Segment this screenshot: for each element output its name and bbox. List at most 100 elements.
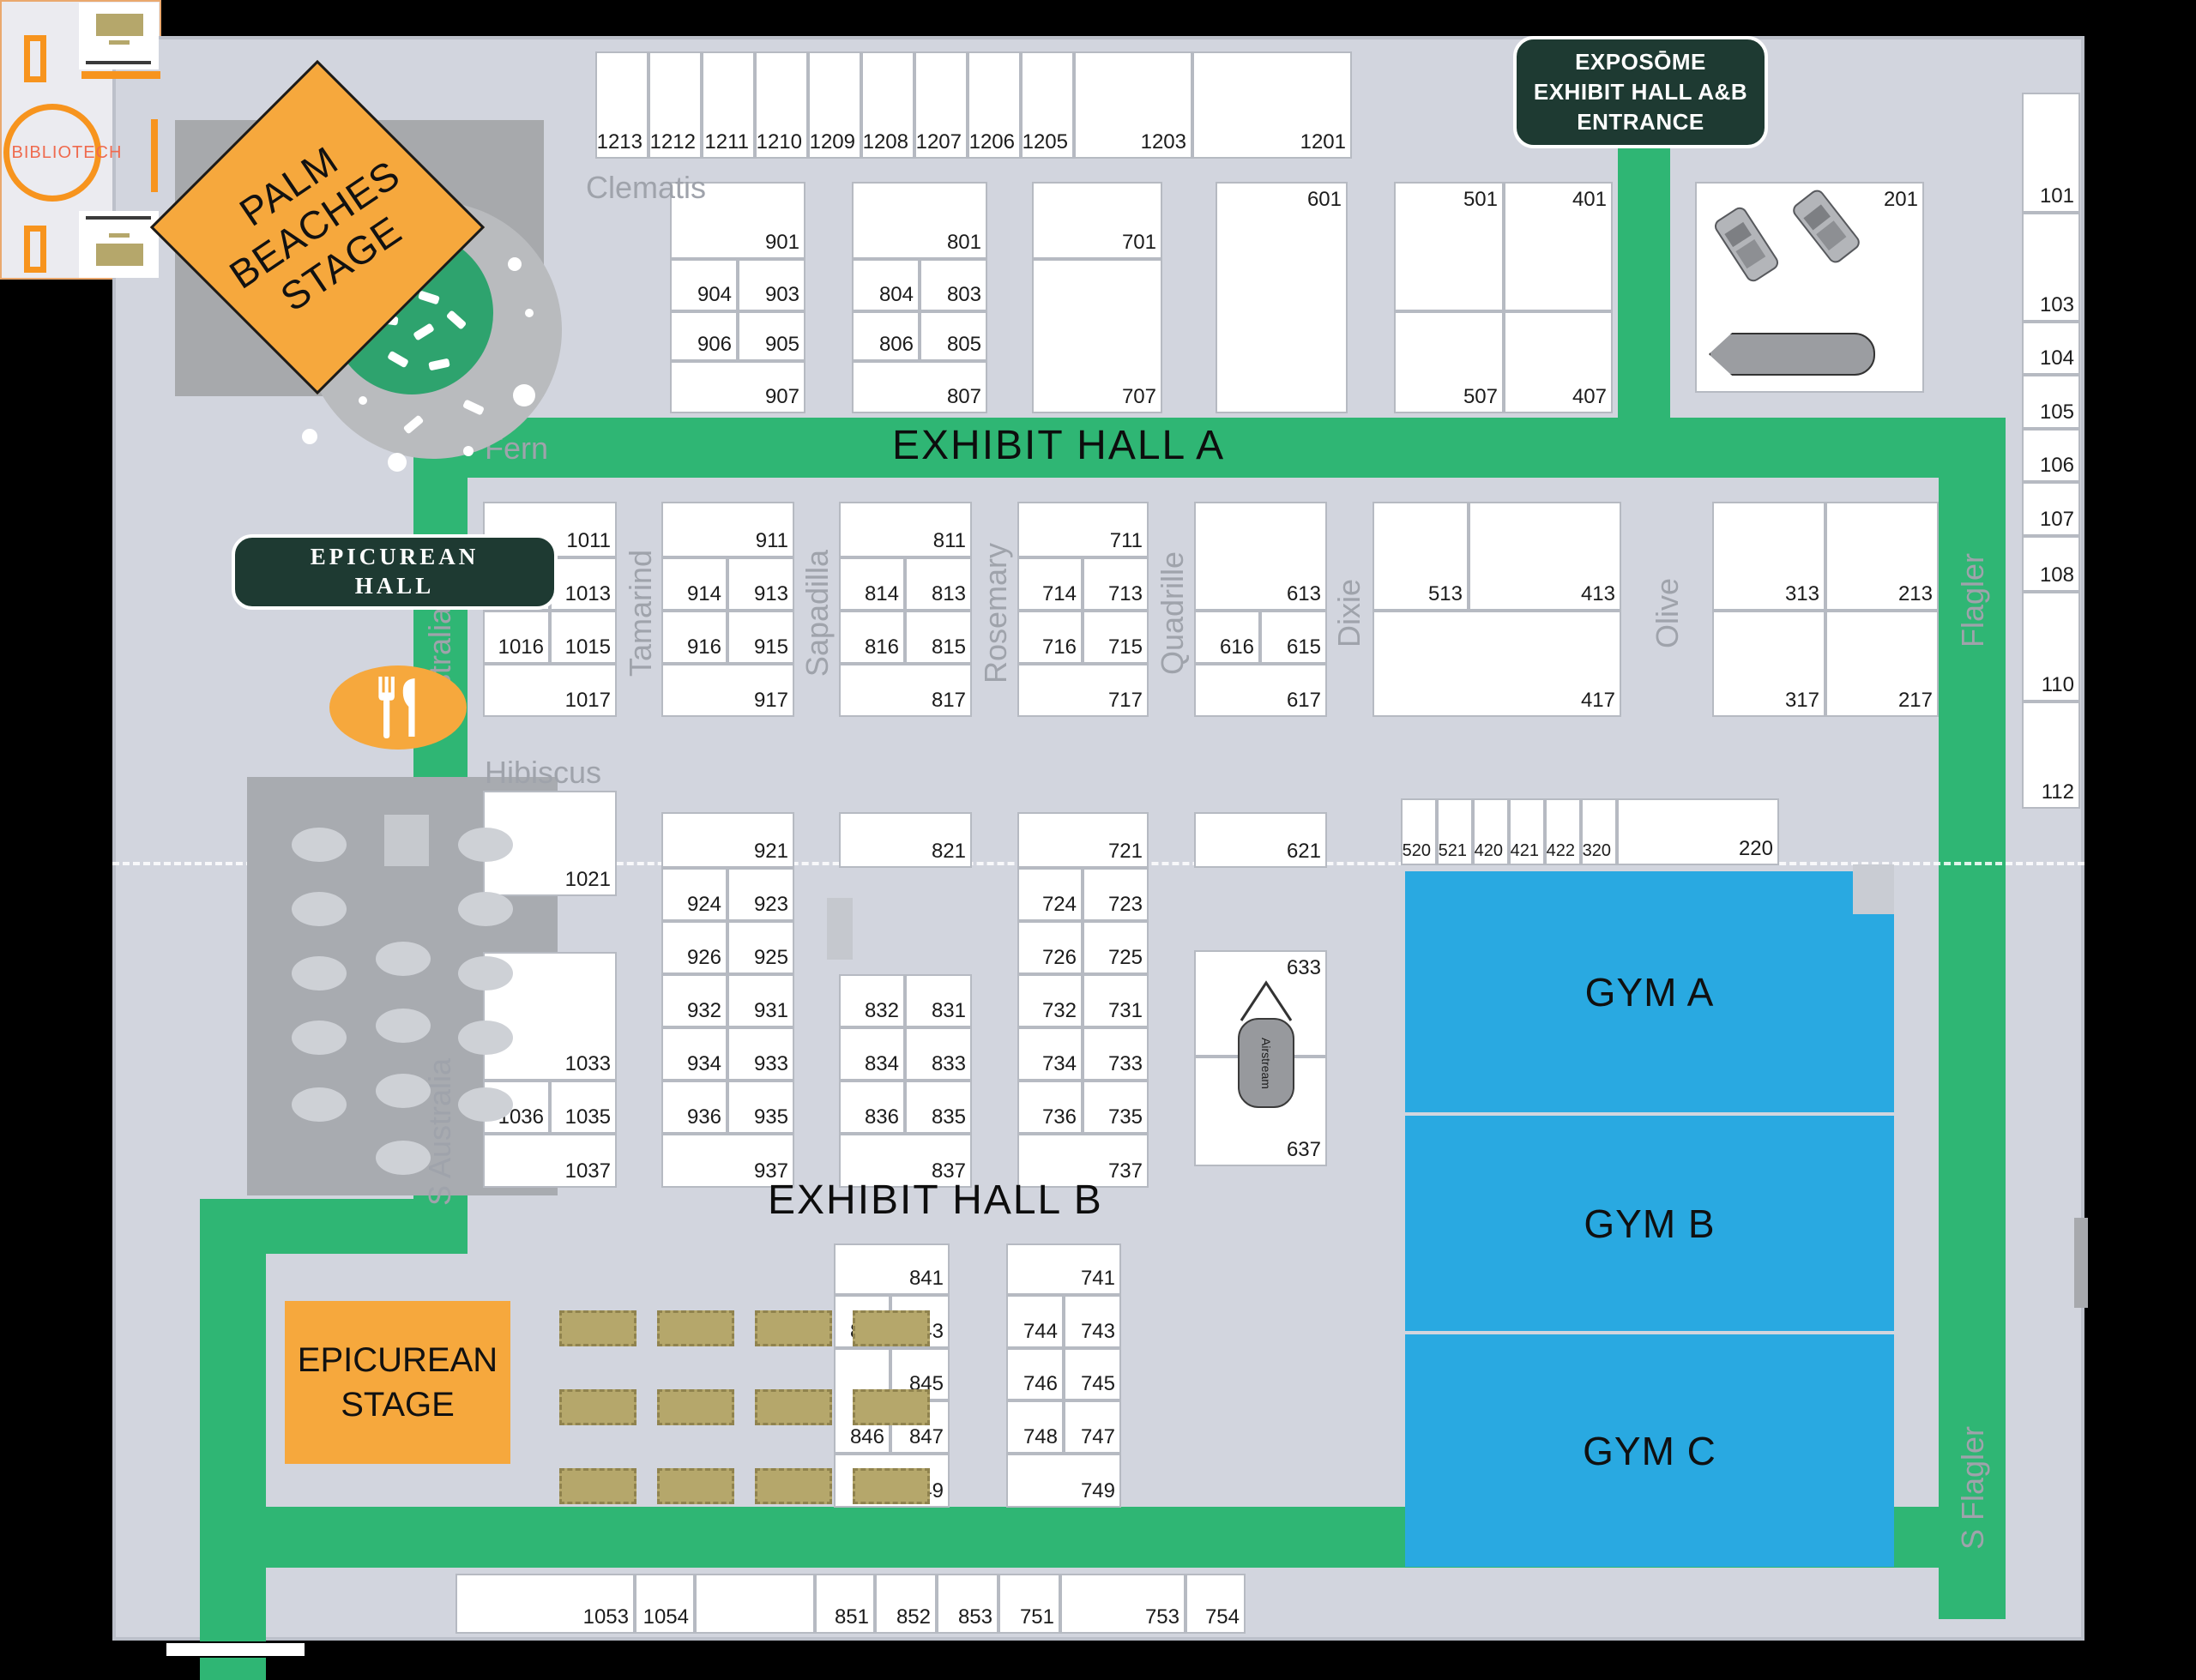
booth-726: 726 <box>1017 921 1083 974</box>
booth-label: 804 <box>878 283 914 306</box>
booth-746: 746 <box>1006 1348 1064 1400</box>
booth-1213: 1213 <box>595 51 649 159</box>
confetti-dot <box>508 257 522 271</box>
booth-label: 107 <box>2039 508 2074 531</box>
banquet-table <box>559 1310 636 1346</box>
booth-748: 748 <box>1006 1400 1064 1454</box>
booth-label: 841 <box>908 1267 944 1290</box>
booth-853: 853 <box>937 1574 998 1634</box>
booth-label: 835 <box>931 1105 966 1129</box>
booth-413: 413 <box>1469 502 1621 611</box>
booth-913: 913 <box>727 557 794 611</box>
booth-921: 921 <box>661 812 794 868</box>
booth-417: 417 <box>1372 611 1621 717</box>
booth-label: 915 <box>753 635 788 659</box>
booth-317: 317 <box>1712 611 1825 717</box>
booth-747: 747 <box>1064 1400 1121 1454</box>
booth-106: 106 <box>2022 429 2080 482</box>
booth-1013: 1013 <box>550 557 617 611</box>
round-table <box>376 1074 431 1108</box>
booth-915: 915 <box>727 611 794 664</box>
booth-104: 104 <box>2022 322 2080 375</box>
booth-label: 723 <box>1107 893 1143 916</box>
round-table <box>376 942 431 976</box>
booth-916: 916 <box>661 611 727 664</box>
booth-label: 1053 <box>582 1605 629 1629</box>
booth-label: 935 <box>753 1105 788 1129</box>
round-table <box>292 828 347 862</box>
booth-932: 932 <box>661 974 727 1027</box>
booth-821: 821 <box>839 812 972 868</box>
booth-716: 716 <box>1017 611 1083 664</box>
booth-label: 1213 <box>596 130 643 154</box>
booth-816: 816 <box>839 611 905 664</box>
booth-label: 1033 <box>564 1052 611 1075</box>
booth-label: 914 <box>686 582 721 605</box>
booth-711: 711 <box>1017 502 1149 557</box>
booth-label: 852 <box>896 1605 931 1629</box>
boat-icon <box>1709 333 1875 376</box>
booth-721: 721 <box>1017 812 1149 868</box>
booth-label: 906 <box>697 333 732 356</box>
booth-621: 621 <box>1194 812 1327 868</box>
booth-label: 731 <box>1107 999 1143 1022</box>
booth-905: 905 <box>738 311 805 361</box>
airstream-trailer: Airstream <box>1238 1018 1294 1108</box>
booth-1015: 1015 <box>550 611 617 664</box>
booth-931: 931 <box>727 974 794 1027</box>
booth-807: 807 <box>852 361 987 413</box>
booth-label: 846 <box>849 1425 884 1448</box>
service-table <box>384 815 429 866</box>
booth-label: 905 <box>764 333 799 356</box>
booth-label: 921 <box>753 840 788 863</box>
booth-label: 745 <box>1080 1372 1115 1395</box>
booth-label: 1211 <box>704 130 749 154</box>
booth-label: 904 <box>697 283 732 306</box>
booth-label: 717 <box>1107 689 1143 712</box>
epicurean-hall-line: EPICUREAN <box>310 544 480 570</box>
street-label-tamarind: Tamarind <box>623 549 658 677</box>
booth-label: 913 <box>753 582 788 605</box>
round-table <box>292 1021 347 1055</box>
banquet-table <box>657 1310 734 1346</box>
booth-label: 811 <box>932 529 966 552</box>
booth-917: 917 <box>661 664 794 717</box>
confetti-dot <box>513 384 535 406</box>
epicurean-stage: EPICUREAN STAGE <box>285 1301 510 1464</box>
bibliotech-bar <box>81 71 160 79</box>
booth-label: 833 <box>931 1052 966 1075</box>
booth-label: 201 <box>1883 188 1918 211</box>
round-table <box>458 1087 513 1122</box>
banquet-table <box>755 1310 832 1346</box>
booth-937: 937 <box>661 1134 794 1188</box>
booth-521: 521 <box>1437 798 1473 865</box>
booth-label: 105 <box>2039 400 2074 424</box>
booth-label: 513 <box>1427 582 1463 605</box>
booth-936: 936 <box>661 1081 727 1134</box>
booth-801: 801 <box>852 182 987 259</box>
booth-817: 817 <box>839 664 972 717</box>
booth-label: 613 <box>1286 582 1321 605</box>
booth-label: 903 <box>764 283 799 306</box>
booth-label: 1015 <box>564 635 611 659</box>
booth-label: 521 <box>1438 841 1467 860</box>
round-table <box>458 956 513 991</box>
booth-110: 110 <box>2022 592 2080 702</box>
booth-815: 815 <box>905 611 972 664</box>
booth-label: 421 <box>1510 841 1539 860</box>
booth-label: 737 <box>1107 1159 1143 1183</box>
booth-label: 851 <box>834 1605 869 1629</box>
booth-741: 741 <box>1006 1243 1121 1295</box>
booth-label: 924 <box>686 893 721 916</box>
booth-label: 213 <box>1897 582 1933 605</box>
booth-407: 407 <box>1504 311 1613 413</box>
booth-label: 1207 <box>915 130 962 154</box>
booth-label: 931 <box>753 999 788 1022</box>
booth-320: 320 <box>1581 798 1617 865</box>
street-label-s-flagler: S Flagler <box>1955 1425 1990 1551</box>
epicurean-stage-line: EPICUREAN <box>297 1341 498 1379</box>
bibliotech-shelf <box>24 226 46 273</box>
booth-1205: 1205 <box>1021 51 1074 159</box>
booth-label: 744 <box>1023 1320 1058 1343</box>
booth-label: 1011 <box>566 529 611 552</box>
